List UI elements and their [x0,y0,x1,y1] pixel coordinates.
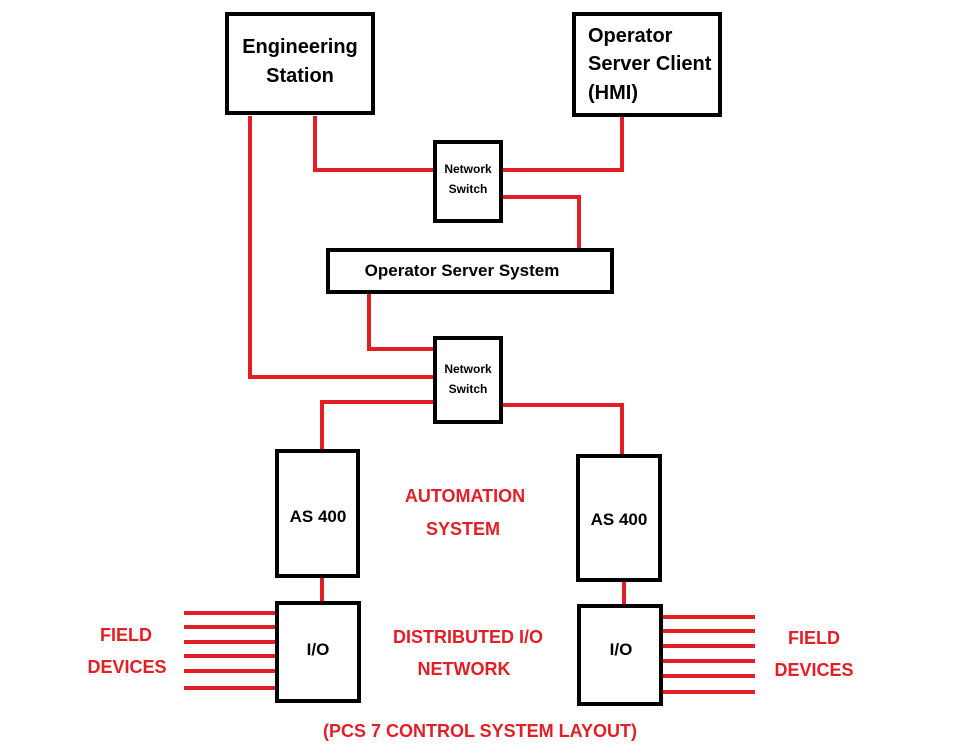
switch-mid-line-1: Network [444,362,492,376]
io-right-node: I/O [577,604,663,706]
switch-top-line-2: Switch [449,182,488,196]
wire-switch-top-to-oss [501,195,581,250]
automation-system-line-1: AUTOMATION [405,486,525,506]
wire-oss-to-switch-mid [367,292,435,351]
operator-server-system-node: Operator Server System [326,248,614,294]
io-left-node: I/O [275,601,361,703]
wire-switch-mid-to-as400-right [501,403,624,456]
operator-client-line-3: (HMI) [588,82,638,104]
io-right-label: I/O [610,640,633,659]
switch-top-line-1: Network [444,162,492,176]
engineering-station-line-2: Station [266,65,334,87]
as400-left-label: AS 400 [290,507,347,526]
operator-client-node: Operator Server Client (HMI) [572,12,722,117]
field-device-lines-right [661,615,755,694]
wire-eng-to-switch-mid [248,116,435,379]
field-devices-right-line-1: FIELD [788,628,840,648]
as400-left-node: AS 400 [275,449,360,578]
network-switch-top-node: Network Switch [433,140,503,223]
wire-hmi-to-switch-top [501,116,624,172]
operator-client-line-2: Server Client [588,53,712,75]
as400-right-node: AS 400 [576,454,662,582]
as400-right-label: AS 400 [591,510,648,529]
network-wires [248,116,626,606]
distributed-io-line-1: DISTRIBUTED I/O [393,627,543,647]
field-devices-left-line-2: DEVICES [87,657,166,677]
distributed-io-line-2: NETWORK [418,659,511,679]
io-left-label: I/O [307,640,330,659]
diagram-caption: (PCS 7 CONTROL SYSTEM LAYOUT) [323,721,637,741]
operator-server-system-label: Operator Server System [365,261,560,280]
network-switch-mid-node: Network Switch [433,336,503,424]
switch-mid-line-2: Switch [449,382,488,396]
field-devices-left-line-1: FIELD [100,625,152,645]
wire-switch-mid-to-as400-left [320,400,435,451]
automation-system-line-2: SYSTEM [426,519,500,539]
engineering-station-line-1: Engineering [242,36,358,58]
field-devices-right-line-2: DEVICES [774,660,853,680]
field-device-lines-left [184,611,277,690]
wire-eng-to-switch-top [313,116,435,172]
engineering-station-node: Engineering Station [225,12,375,115]
operator-client-line-1: Operator [588,25,673,47]
